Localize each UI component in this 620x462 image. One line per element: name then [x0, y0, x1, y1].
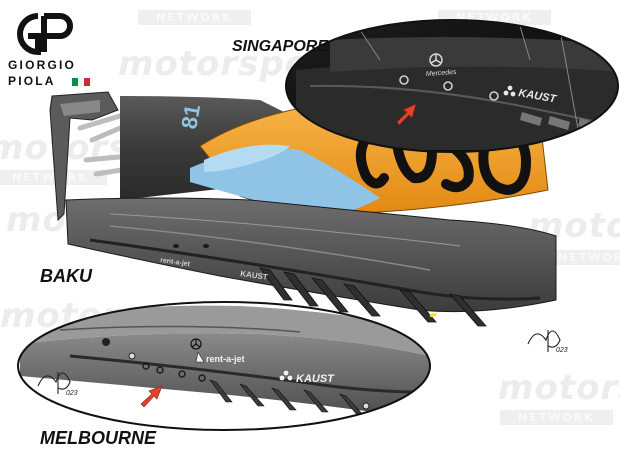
mercedes-logo [429, 53, 443, 67]
logo-line2: PIOLA [8, 74, 56, 88]
svg-text:KAUST: KAUST [296, 373, 335, 385]
singapore-inset: Mercedes KAUST [285, 19, 619, 153]
watermark-network: NETWORK [500, 410, 613, 425]
label-baku: BAKU [40, 266, 92, 286]
car-number: 81 [176, 102, 205, 130]
okx-livery [355, 123, 532, 196]
label-melbourne: MELBOURNE [40, 428, 156, 448]
rent-a-jet-logo: rent-a-jet [160, 257, 191, 268]
kaust-logo: KAUST [240, 269, 269, 282]
flag-green [72, 78, 78, 86]
mercedes-logo-melbourne [190, 338, 202, 350]
mercedes-text: Mercedes [426, 69, 458, 78]
arrow-singapore [396, 103, 417, 126]
flag-white [78, 78, 84, 86]
svg-text:rent-a-jet: rent-a-jet [206, 354, 245, 364]
arrow-melbourne [140, 385, 163, 408]
watermark-brand: motorsport [498, 368, 620, 408]
rent-a-jet-logo-melbourne: rent-a-jet [195, 351, 245, 364]
logo-line1: GIORGIO [8, 58, 77, 72]
watermark-network: NETWORK [138, 10, 251, 25]
gp-monogram-icon [17, 13, 73, 56]
kaust-logo-melbourne: KAUST [279, 370, 335, 385]
melbourne-inset: rent-a-jet KAUST [17, 301, 431, 431]
signature-year: 023 [66, 390, 78, 397]
giorgio-piola-logo: GIORGIO PIOLA [8, 8, 100, 88]
artist-signature [37, 330, 561, 394]
signature-year: 023 [556, 347, 568, 354]
watermark-network: NETWORK [0, 170, 107, 185]
watermark-network: NETWORK [540, 250, 620, 265]
label-singapore: SINGAPORE [232, 38, 329, 55]
flag-red [84, 78, 90, 86]
baku-car-body: 81 rent-a-jet KAUST [49, 91, 557, 327]
